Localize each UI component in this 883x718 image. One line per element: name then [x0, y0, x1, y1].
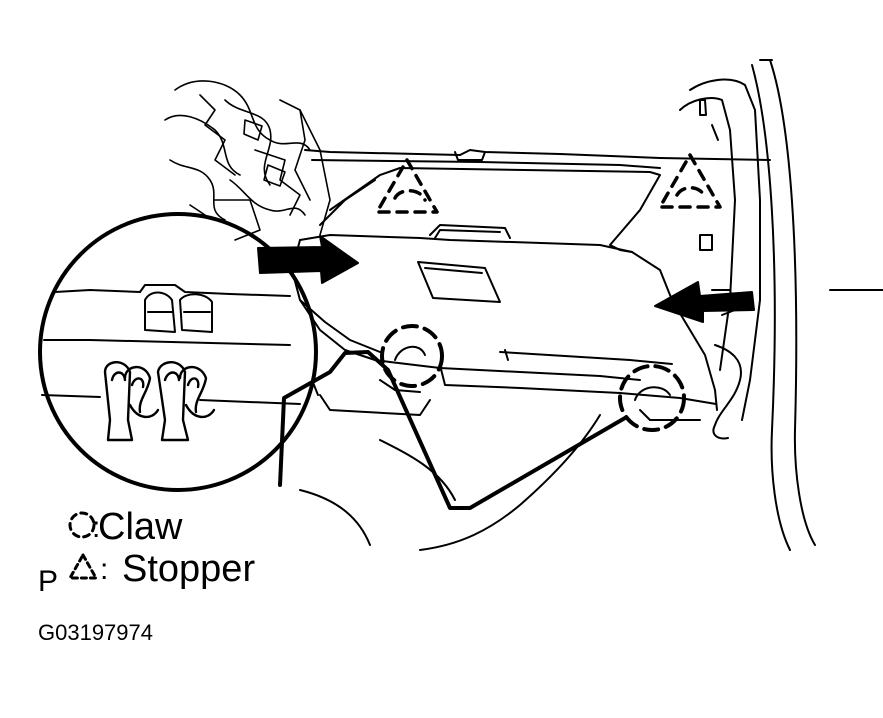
dashed-circle-icon	[68, 511, 96, 539]
glove-box-lid	[291, 167, 718, 551]
dashboard-top-edge	[304, 149, 771, 161]
zoom-callout-outline	[278, 350, 627, 510]
legend-stopper-colon: :	[100, 553, 109, 586]
dashboard-wiring	[164, 80, 331, 241]
claw-marker	[618, 364, 686, 432]
zoom-detail-view	[38, 212, 318, 492]
marker-p: P	[38, 565, 59, 598]
claw-hooks	[103, 361, 216, 442]
claw-marker	[380, 324, 444, 388]
stopper-marker	[375, 158, 439, 214]
pull-arrow-right	[654, 281, 755, 323]
right-side-trim	[679, 59, 883, 551]
figure-code: G03197974	[38, 620, 153, 645]
stopper-marker	[658, 153, 722, 209]
dashed-triangle-icon	[68, 553, 98, 580]
legend-claw-label: Claw	[98, 506, 183, 548]
legend-claw-colon: :	[92, 511, 101, 544]
legend-stopper-label: Stopper	[122, 548, 256, 590]
zoom-circle	[38, 212, 318, 492]
glove-box-handle	[417, 261, 501, 303]
pull-arrow-left	[257, 235, 359, 284]
